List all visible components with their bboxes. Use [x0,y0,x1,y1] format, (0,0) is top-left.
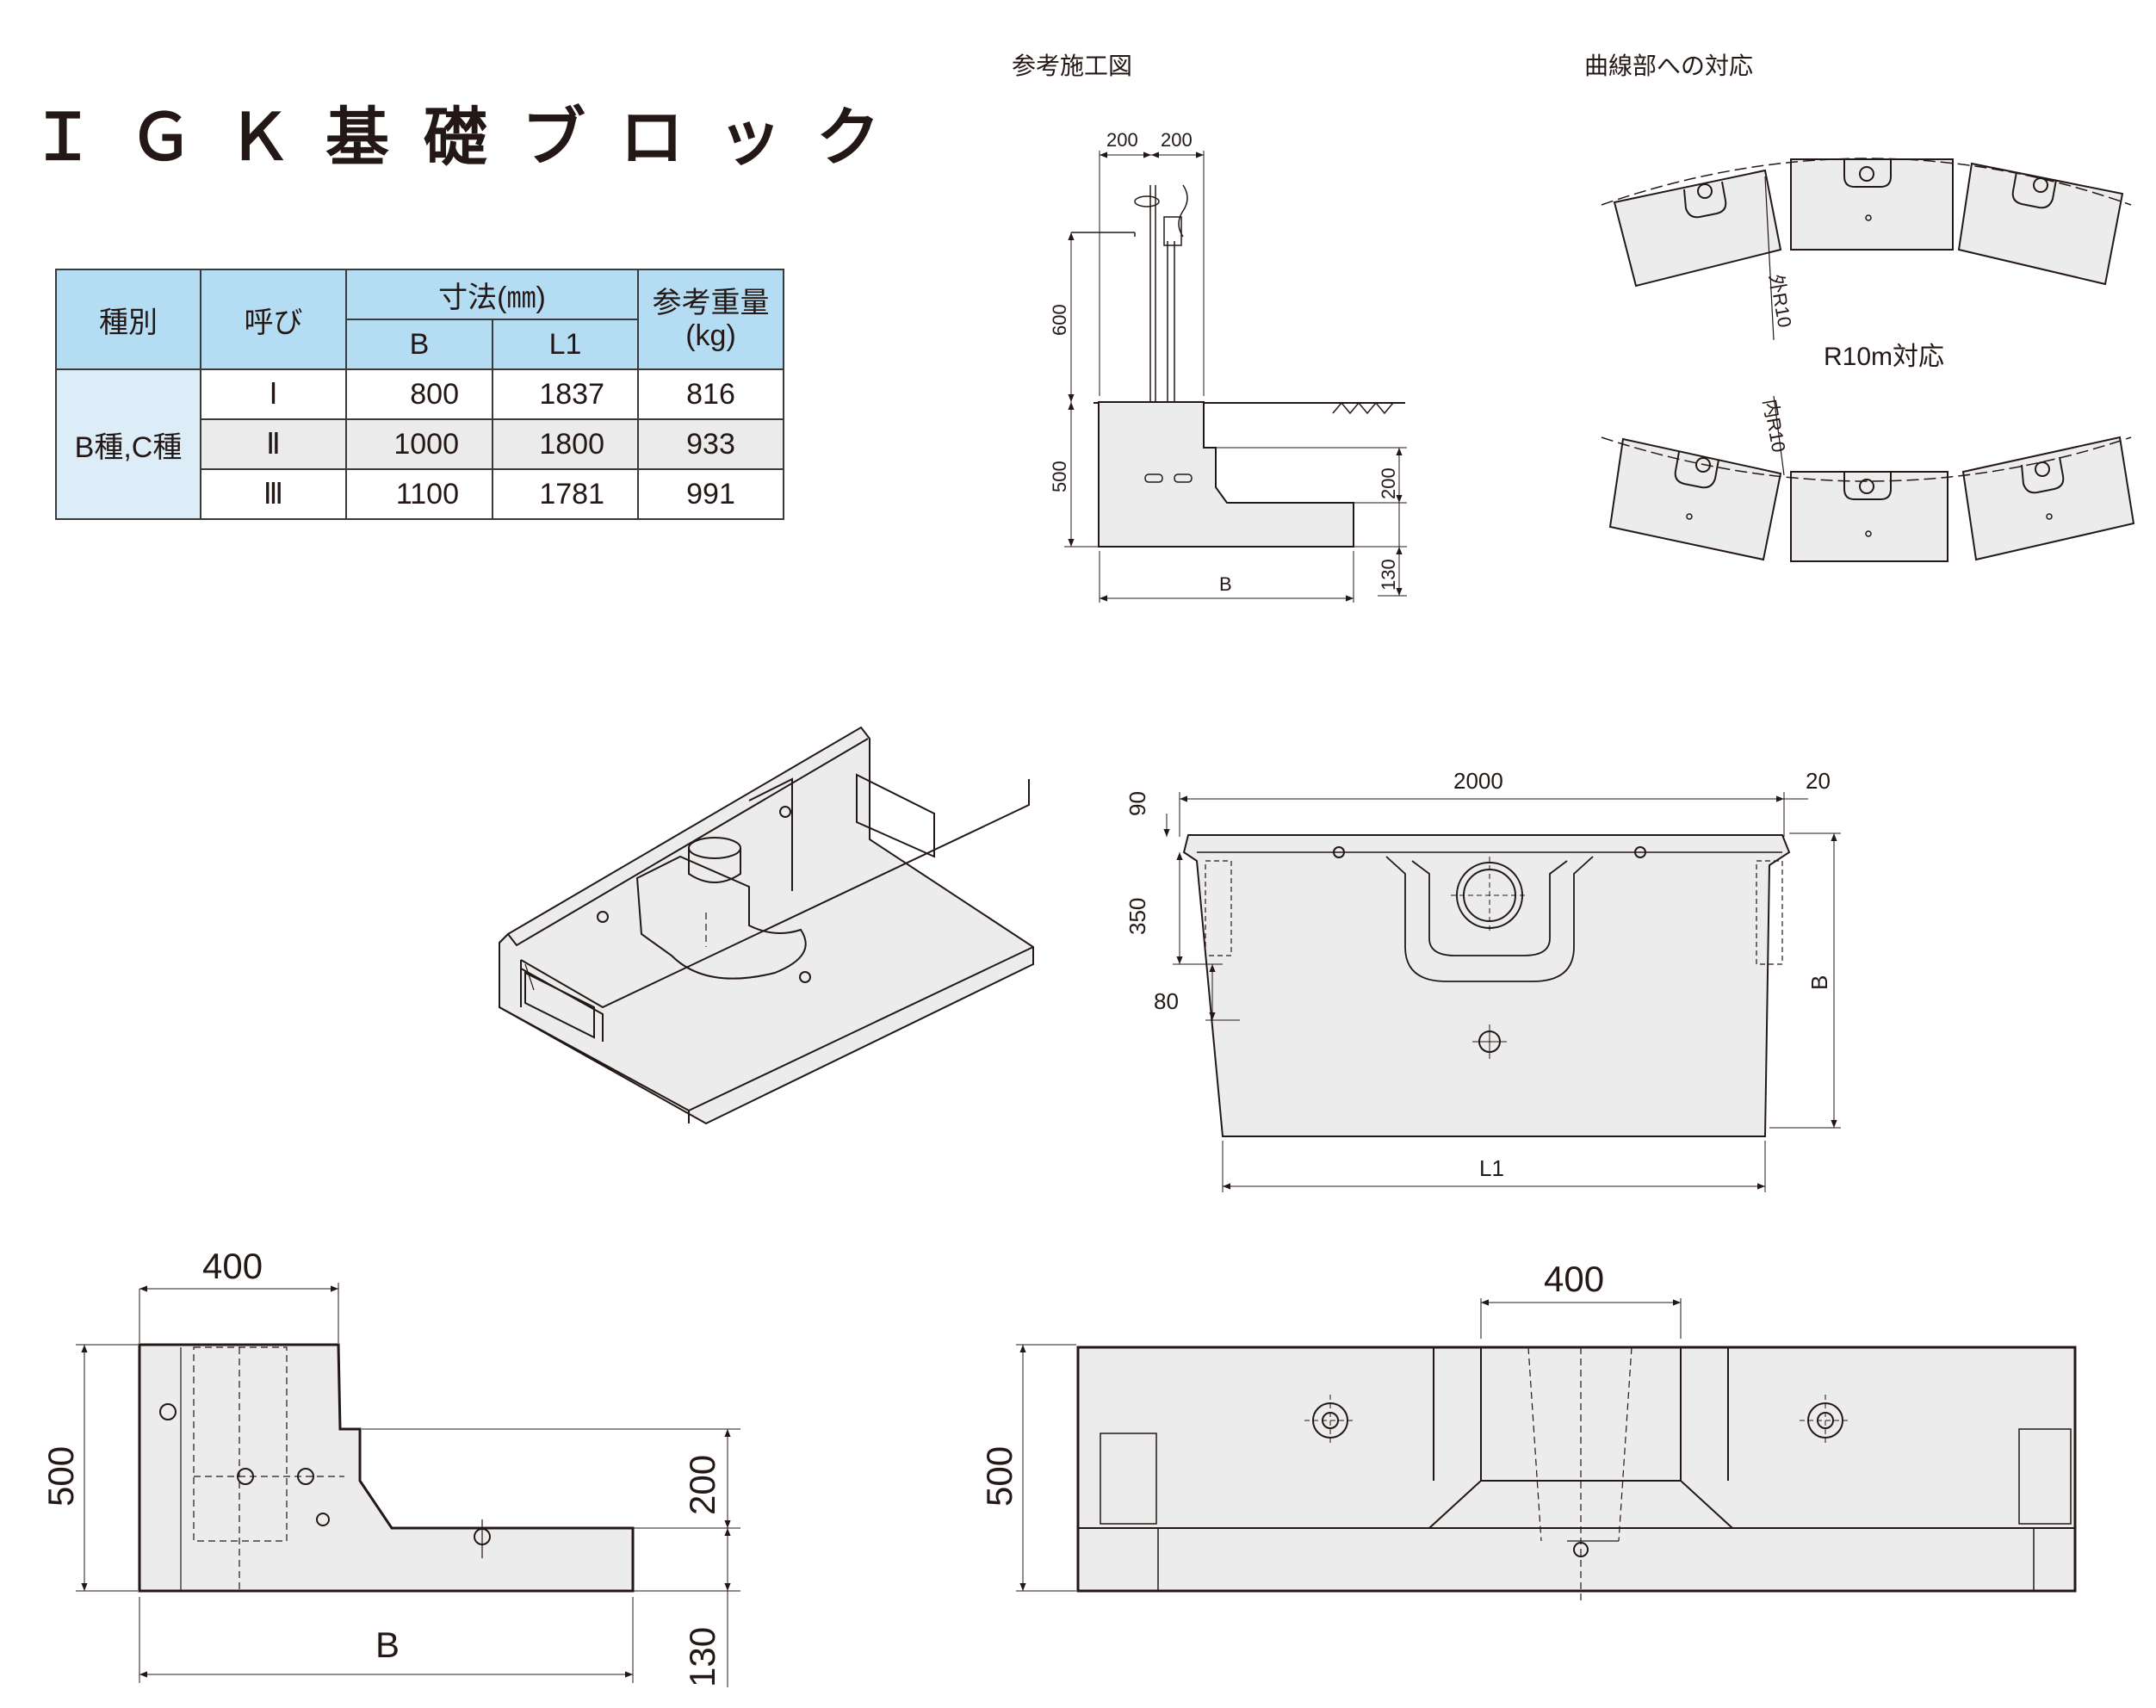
dim-h-base: 130 [1378,559,1399,591]
category-cell: B種,C種 [55,368,201,520]
plan-width: B [1806,975,1832,990]
header-l1: L1 [492,319,639,370]
side-width: B [375,1624,400,1665]
dim-h-upper: 600 [1049,304,1070,336]
table-row: Ⅱ 1000 1800 933 [56,418,784,470]
table-row: Ⅲ 1100 1781 991 [56,468,784,520]
page-title: ＩＧＫ基礎ブロック [31,101,914,175]
header-b: B [345,319,493,370]
ground-hatch [1332,401,1394,415]
side-height: 500 [40,1446,81,1507]
side-view: 400 500 200 130 B [40,1246,740,1687]
construction-title: 参考施工図 [1012,53,1132,79]
side-step: 200 [682,1455,722,1515]
front-height: 500 [979,1446,1019,1507]
dim-width: B [1219,573,1232,595]
dim-h-block: 500 [1049,461,1070,492]
construction-drawing: 参考施工図 200 200 600 [1012,53,1407,603]
block-profile [1098,401,1354,548]
curve-caption: R10m対応 [1824,343,1944,371]
table-header-row: 種別 呼び 寸法(㎜) 参考重量 (kg) [55,269,784,370]
inner-block-right [1961,436,2135,561]
spec-table: 種別 呼び 寸法(㎜) 参考重量 (kg) B L1 B種,C種 Ⅰ 800 1… [55,269,784,520]
row-b: 800 [345,368,493,420]
header-kind: 種別 [55,269,201,370]
header-weight: 参考重量 (kg) [637,269,784,370]
inner-block-left [1608,437,1782,561]
dim-w2: 200 [1161,129,1193,151]
curve-block-left [1613,169,1782,288]
plan-length-label: L1 [1479,1155,1504,1181]
plan-view: 2000 20 90 350 80 B L1 [1124,768,1841,1192]
header-weight-line1: 参考重量 [652,287,770,319]
table-subheader-row: B L1 [56,319,784,370]
header-dims: 寸法(㎜) [345,269,639,320]
curve-block-center [1790,158,1954,251]
table-row: B種,C種 Ⅰ 800 1837 816 [55,368,784,520]
row-name: Ⅱ [200,418,347,470]
plan-length: 2000 [1453,768,1503,794]
plan-edge: 90 [1124,791,1150,816]
isometric-view [499,726,1034,1125]
plan-depth: 350 [1124,898,1150,935]
row-weight: 991 [637,468,784,520]
dim-h-step: 200 [1378,467,1399,499]
header-name: 呼び [200,269,347,370]
front-top: 400 [1544,1259,1604,1299]
row-l1: 1781 [492,468,639,520]
row-name: Ⅰ [200,368,347,420]
row-weight: 816 [637,368,784,420]
post-cap [1134,195,1160,207]
front-view: 400 500 [979,1259,2077,1601]
inner-radius-label: 内R10 [1759,398,1789,455]
side-top: 400 [202,1246,263,1286]
side-base: 130 [682,1627,722,1687]
row-l1: 1837 [492,368,639,420]
row-l1: 1800 [492,418,639,470]
header-weight-line2: (kg) [685,319,736,352]
dim-w1: 200 [1106,129,1138,151]
bolt-slot [1174,473,1193,483]
curve-drawing: 曲線部への対応 外R10 R10m対応 [1584,53,2135,562]
row-weight: 933 [637,418,784,470]
plan-offset: 80 [1154,988,1179,1014]
bolt-slot [1144,473,1163,483]
inner-block-center [1790,471,1948,562]
outer-radius-label: 外R10 [1765,273,1795,330]
curve-title: 曲線部への対応 [1584,53,1753,79]
row-b: 1100 [345,468,493,520]
plan-overhang: 20 [1806,768,1831,794]
post-bracket [1163,216,1182,246]
curve-block-right [1957,162,2124,286]
row-b: 1000 [345,418,493,470]
row-name: Ⅲ [200,468,347,520]
